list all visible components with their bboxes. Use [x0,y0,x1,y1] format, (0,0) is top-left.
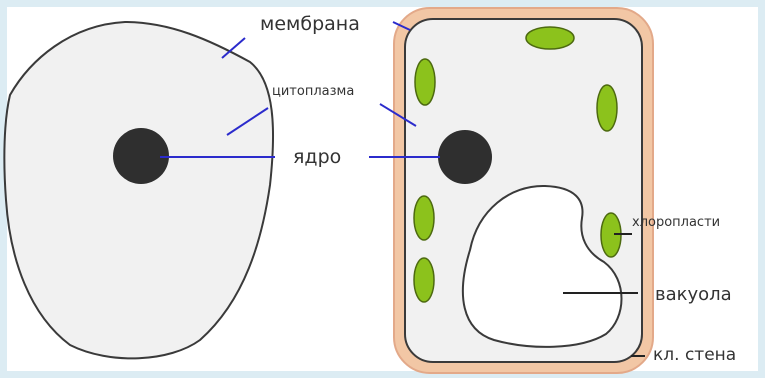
animal-cell-nucleus [113,128,169,184]
chloroplast [525,26,575,50]
label-nucleus: ядро [293,146,341,168]
membrane-leader-plant [392,21,411,31]
label-cell-wall: кл. стена [653,345,736,365]
label-chloroplasts: хлоропласти [632,215,720,230]
label-vacuole: вакуола [655,284,732,305]
chloroplast [413,195,435,241]
animal-cell-membrane [3,20,275,360]
plant-cell-nucleus [438,130,492,184]
label-membrane: мембрана [260,13,360,35]
membrane-leader-animal [221,37,246,59]
chloroplast [596,84,618,132]
plant-cell-vacuole [461,184,623,348]
cytoplasm-leader-plant [379,103,417,127]
label-cytoplasm: цитоплазма [272,84,354,99]
chloroplast [414,58,436,106]
chloroplast [413,257,435,303]
cytoplasm-leader-animal [226,107,269,136]
